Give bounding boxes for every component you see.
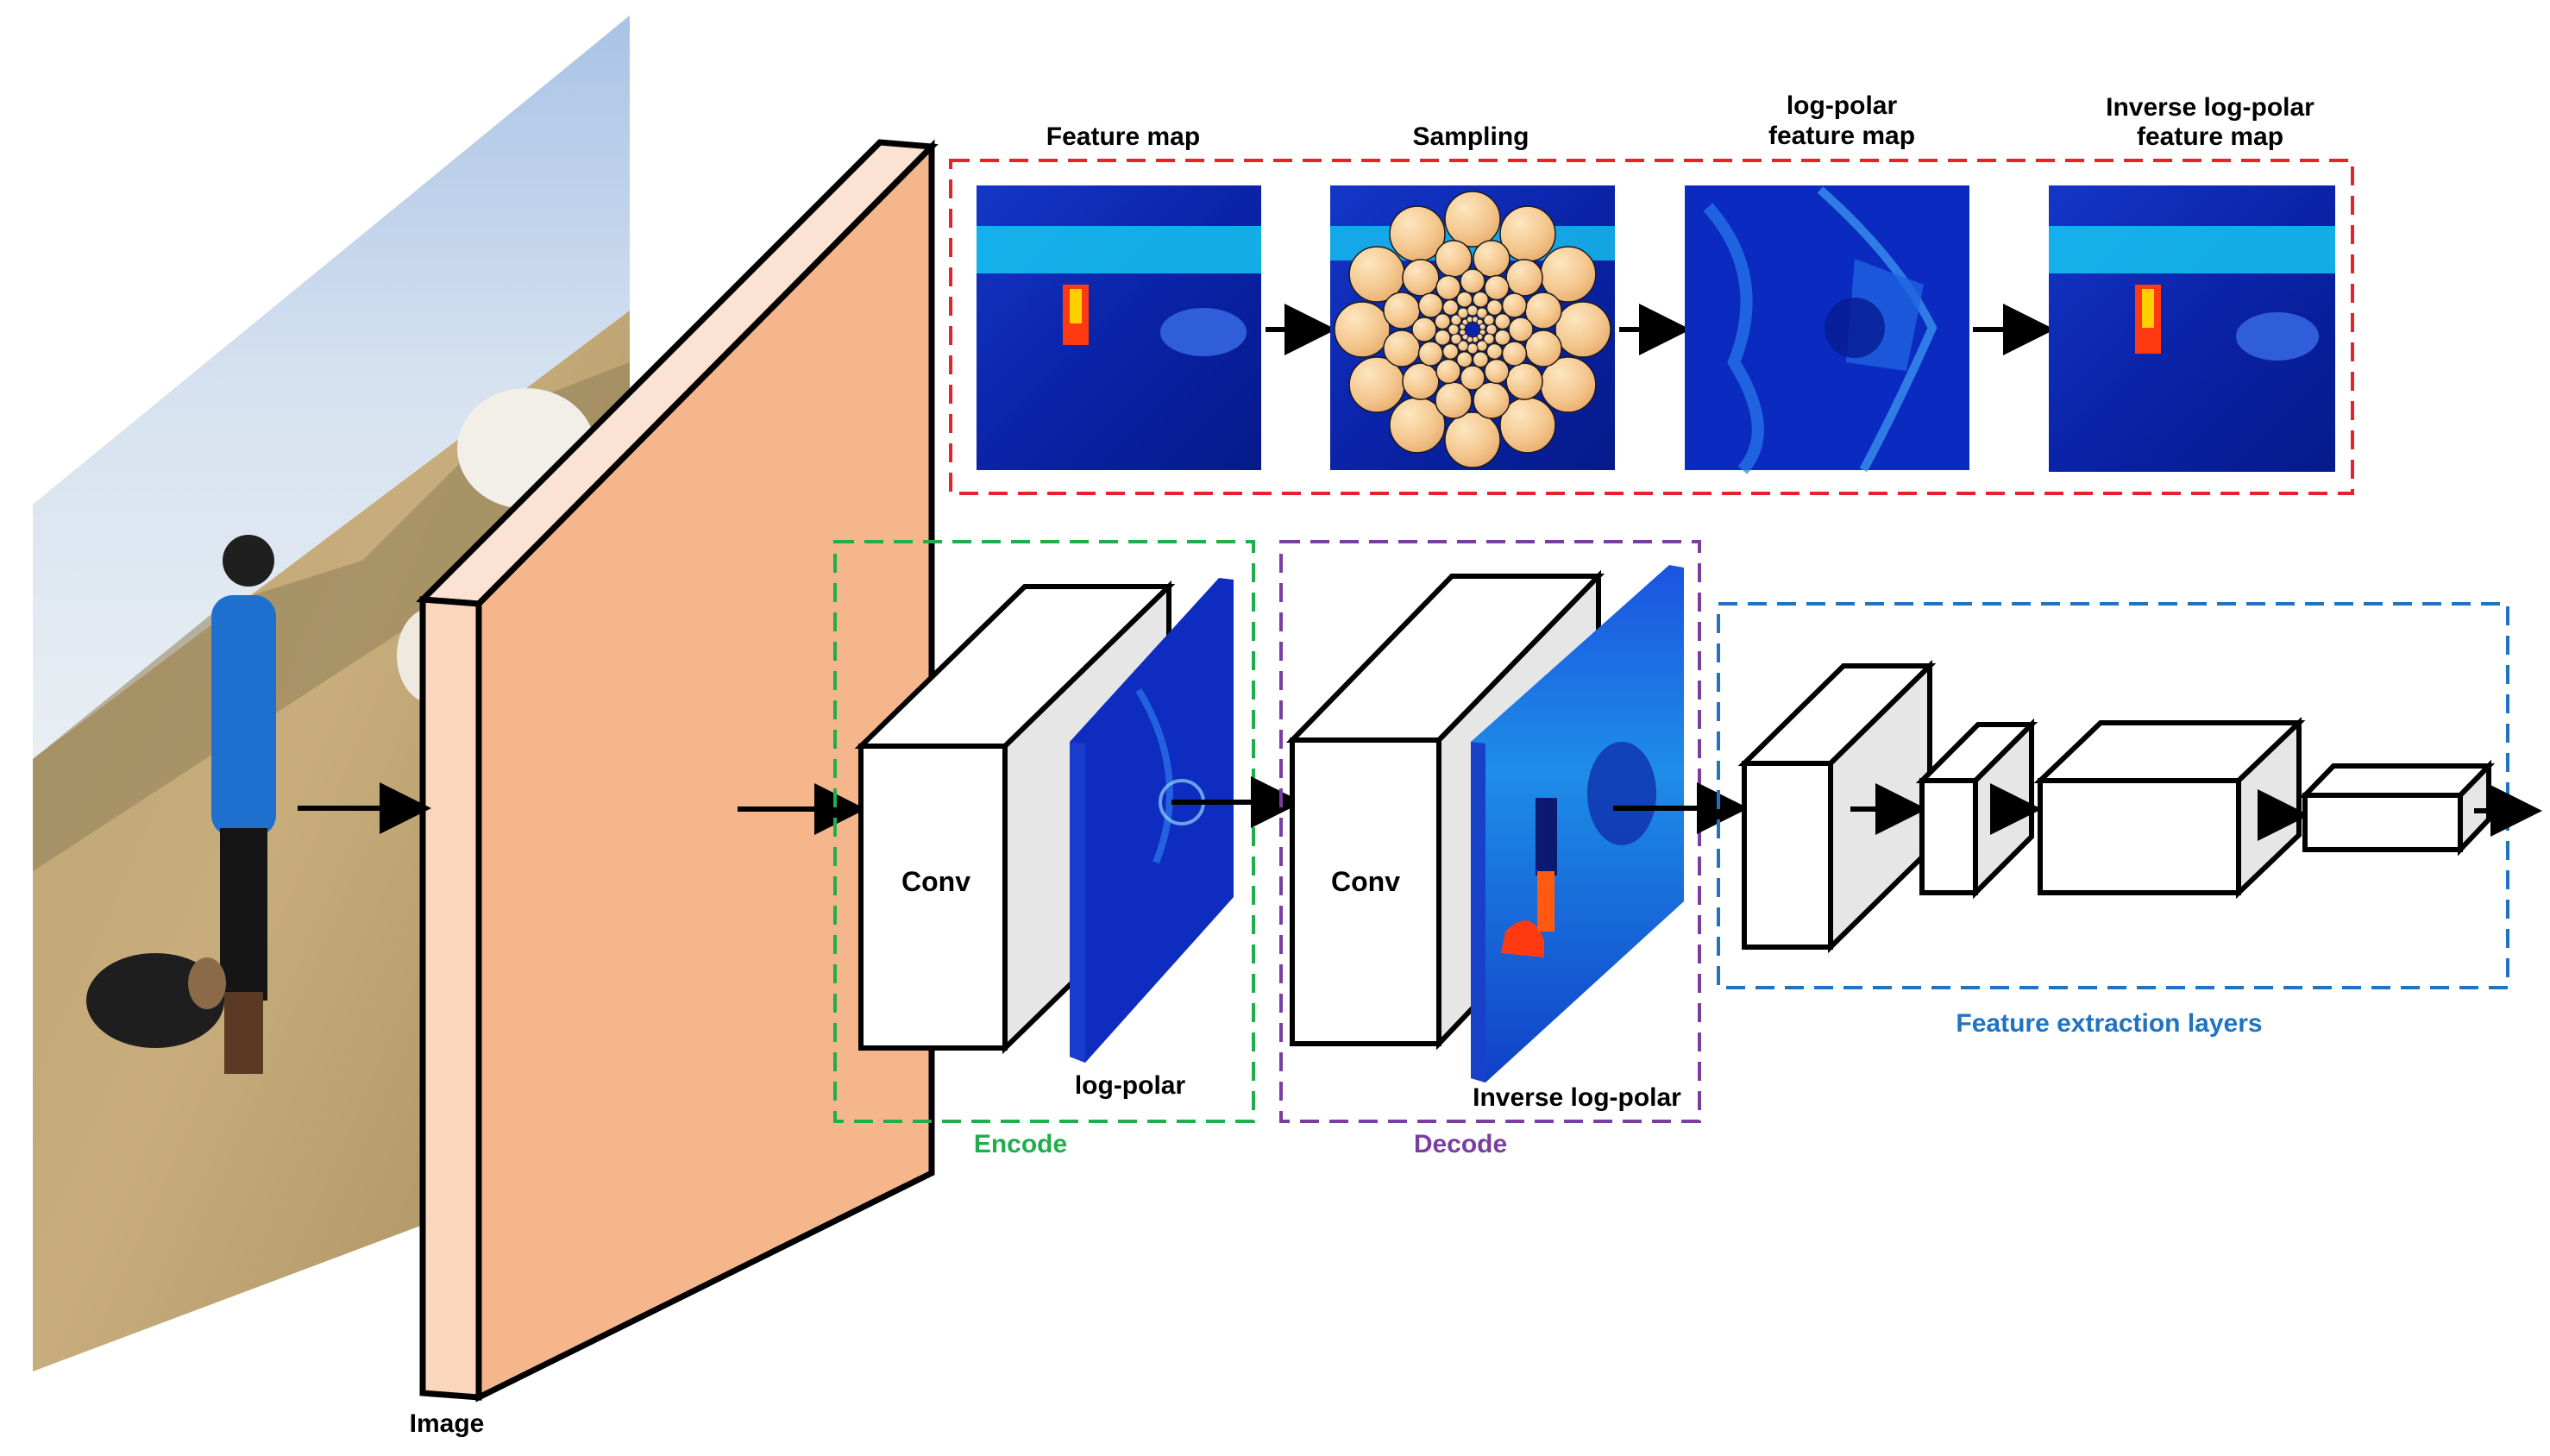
decode-inverse-log-polar-slab (1471, 565, 1684, 1083)
sampling-circle (1485, 323, 1498, 336)
sampling-circle (1505, 362, 1543, 400)
sampling-circle (1508, 317, 1534, 342)
sampling-circle (1402, 259, 1440, 297)
sampling-circles (1334, 191, 1611, 468)
sampling-circle (1494, 329, 1511, 347)
sampling-circle (1450, 314, 1462, 326)
feature-block-4 (2298, 759, 2496, 857)
encode-label: Encode (974, 1130, 1067, 1158)
sampling-circle (1457, 340, 1469, 352)
encode-box (833, 540, 1255, 1123)
inverse-log-polar-feature-map-label-line1: Inverse log-polar (2106, 93, 2314, 122)
sampling-circle (1467, 304, 1479, 317)
sampling-circle (1483, 314, 1495, 326)
sampling-circle (1441, 342, 1460, 361)
sampling-circle (1472, 291, 1490, 308)
sampling-circle (1402, 362, 1440, 400)
sampling-circle (1460, 268, 1485, 294)
sampling-circle (1479, 323, 1486, 330)
sampling-circle (1476, 307, 1488, 319)
sampling-circle (1467, 342, 1479, 355)
sampling-circle (1444, 191, 1501, 248)
person-figure (211, 595, 276, 837)
input-conv-slab (416, 139, 939, 1403)
sampling-circle (1494, 312, 1511, 330)
encode-log-polar-slab (1070, 578, 1234, 1063)
decode-label: Decode (1414, 1130, 1507, 1158)
sampling-circle (1483, 333, 1495, 345)
sampling-circle (1505, 259, 1543, 297)
sampling-circle (1444, 411, 1501, 468)
sampling-circle (1455, 351, 1473, 368)
log-polar-feature-map-label-line2: feature map (1768, 122, 1915, 150)
feature-map-thumbnail (977, 185, 1261, 470)
sampling-thumbnail (1330, 185, 1615, 470)
sampling-circle (1485, 342, 1504, 361)
sampling-circle (1441, 298, 1460, 317)
sampling-label: Sampling (1412, 122, 1529, 151)
feature-map-label: Feature map (1046, 122, 1200, 151)
sampling-circle (1334, 301, 1391, 358)
log-polar-feature-map-label-line1: log-polar (1787, 91, 1898, 120)
log-polar-pipeline-box (949, 159, 2354, 495)
feature-block-3 (2033, 716, 2306, 900)
inverse-log-polar-feature-map-label-line2: feature map (2137, 122, 2283, 151)
sampling-circle (1485, 298, 1504, 317)
sampling-circle (1554, 301, 1611, 358)
sampling-circle (1460, 365, 1485, 391)
sampling-circle (1455, 291, 1473, 308)
sampling-circle (1472, 351, 1490, 368)
decode-conv-label: Conv (1331, 866, 1400, 897)
sampling-circle (1434, 312, 1451, 330)
inverse-log-polar-feature-map-thumbnail (2049, 185, 2335, 472)
sampling-circle (1476, 340, 1488, 352)
sampling-circle (1411, 317, 1437, 342)
feature-extraction-label: Feature extraction layers (1956, 1009, 2262, 1038)
log-polar-label: log-polar (1075, 1071, 1186, 1100)
inverse-log-polar-label: Inverse log-polar (1473, 1083, 1681, 1112)
sampling-circle (1434, 329, 1451, 347)
sampling-circle (1457, 307, 1469, 319)
sampling-circle (1450, 333, 1462, 345)
log-polar-feature-map-thumbnail (1685, 185, 1969, 474)
sampling-circle (1448, 323, 1460, 336)
encode-conv-label: Conv (901, 866, 970, 897)
image-label: Image (410, 1409, 485, 1438)
